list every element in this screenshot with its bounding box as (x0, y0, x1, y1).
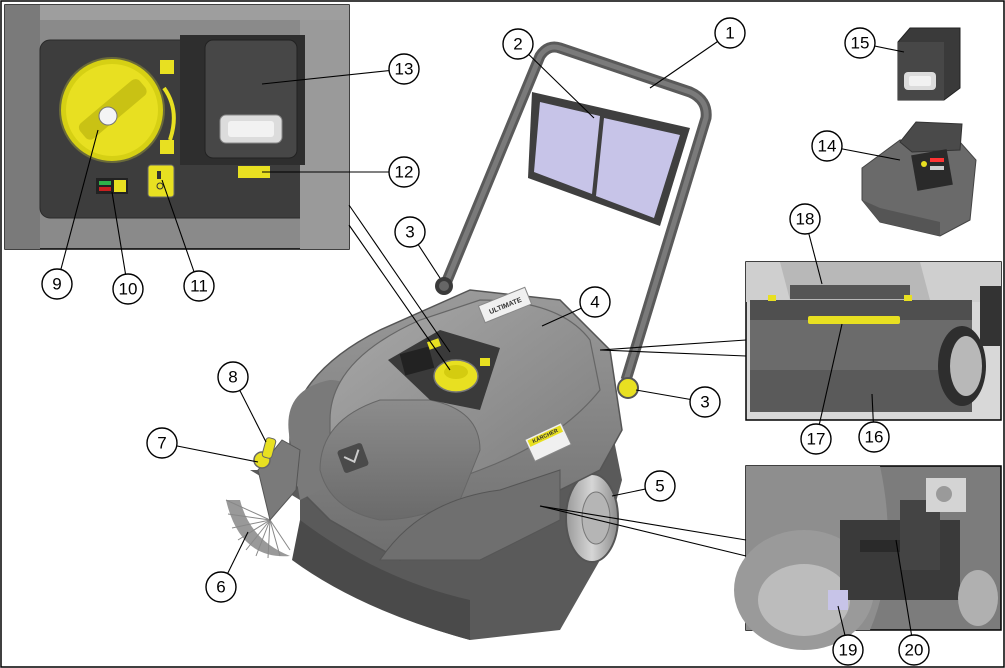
callout-18: 18 (789, 203, 821, 235)
svg-text:4: 4 (590, 293, 599, 312)
battery-charger (861, 121, 977, 237)
callout-3-right: 3 (689, 386, 721, 418)
callout-17: 17 (800, 423, 832, 455)
inset-battery-latch[interactable] (238, 166, 270, 178)
inset-main-brush (734, 465, 1002, 650)
callout-20: 20 (898, 634, 930, 666)
callout-10: 10 (112, 273, 144, 305)
svg-text:12: 12 (395, 163, 414, 182)
handle-knob-right[interactable] (617, 377, 639, 399)
sweeper-machine: ULTIMATE KÄRCHER (225, 41, 712, 640)
svg-text:16: 16 (865, 428, 884, 447)
callout-6: 6 (205, 571, 237, 603)
svg-text:9: 9 (52, 275, 61, 294)
inset-dirt-container (745, 261, 1002, 421)
broom-lever[interactable] (261, 437, 277, 459)
battery-pack (897, 27, 961, 101)
svg-text:13: 13 (395, 60, 414, 79)
svg-text:17: 17 (807, 430, 826, 449)
handle-window-right (596, 118, 680, 218)
inset-container-handle[interactable] (808, 316, 900, 324)
inset-brush-tab (828, 590, 848, 610)
callout-11: 11 (183, 270, 215, 302)
svg-text:2: 2 (513, 35, 522, 54)
hood-emblem (337, 443, 369, 473)
front-decal: KÄRCHER (524, 422, 572, 462)
callout-1: 1 (714, 17, 746, 49)
callout-9: 9 (41, 268, 73, 300)
callout-14: 14 (811, 130, 843, 162)
callout-7: 7 (146, 427, 178, 459)
svg-text:8: 8 (228, 368, 237, 387)
svg-text:3: 3 (405, 223, 414, 242)
callout-4: 4 (579, 286, 611, 318)
callout-2: 2 (502, 28, 534, 60)
svg-text:3: 3 (700, 393, 709, 412)
inset-power-switch[interactable] (147, 164, 175, 198)
svg-text:14: 14 (818, 137, 837, 156)
callout-16: 16 (858, 421, 890, 453)
callout-19: 19 (832, 634, 864, 666)
svg-text:15: 15 (851, 34, 870, 53)
inset-rotary-switch[interactable] (59, 57, 165, 163)
svg-text:19: 19 (839, 641, 858, 660)
callout-8: 8 (217, 361, 249, 393)
callouts: 1 2 3 3 4 5 6 7 8 9 10 11 12 13 14 15 16… (41, 17, 930, 666)
svg-text:7: 7 (157, 434, 166, 453)
handle-window-left (534, 102, 600, 194)
svg-text:18: 18 (796, 210, 815, 229)
callout-15: 15 (844, 27, 876, 59)
svg-text:5: 5 (655, 477, 664, 496)
callout-13: 13 (388, 53, 420, 85)
top-decal: ULTIMATE (477, 286, 533, 324)
callout-5: 5 (644, 470, 676, 502)
inset-control-panel (4, 4, 350, 250)
callout-12: 12 (388, 156, 420, 188)
svg-text:10: 10 (119, 280, 138, 299)
svg-text:1: 1 (725, 24, 734, 43)
callout-3-left: 3 (394, 216, 426, 248)
top-battery-slot (399, 346, 435, 376)
svg-text:20: 20 (905, 641, 924, 660)
svg-text:11: 11 (190, 277, 208, 296)
svg-text:6: 6 (216, 578, 225, 597)
